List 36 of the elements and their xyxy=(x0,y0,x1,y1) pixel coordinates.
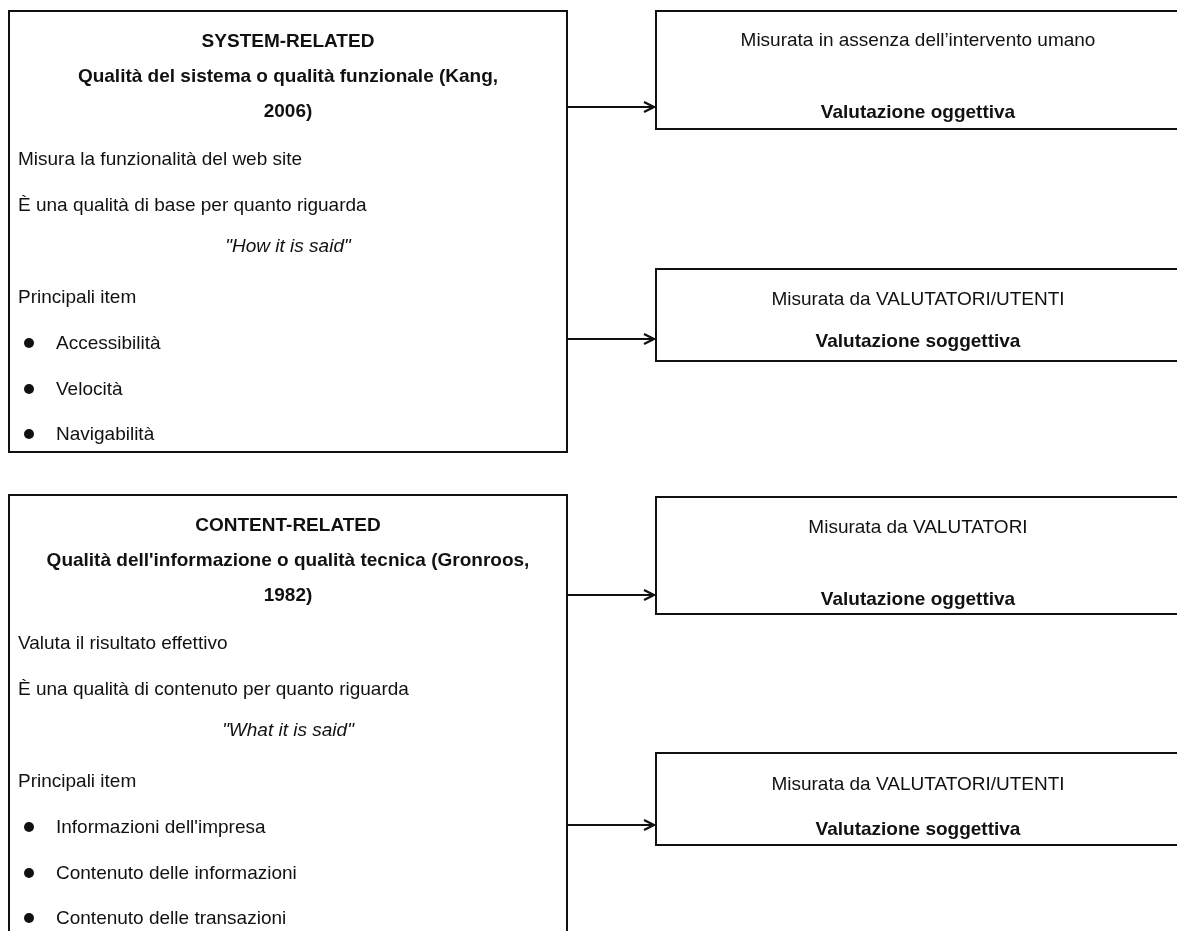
result-box xyxy=(655,752,1177,846)
arrow xyxy=(568,588,656,602)
list-item: Navigabilità xyxy=(56,422,155,446)
description-text: Misurata da VALUTATORI/UTENTI xyxy=(770,287,1066,311)
subheading: Qualità dell'informazione o qualità tecnica (Gronroos, 1982) xyxy=(45,548,531,607)
body-text: È una qualità di contenuto per quanto riguarda xyxy=(18,677,409,701)
result-box xyxy=(655,496,1177,615)
list-item: Contenuto delle informazioni xyxy=(56,861,297,885)
evaluation-label: Valutazione oggettiva xyxy=(819,587,1017,611)
list-item: Informazioni dell'impresa xyxy=(56,815,266,839)
body-text: Principali item xyxy=(18,769,137,793)
heading: SYSTEM-RELATED xyxy=(200,29,376,53)
body-text: Principali item xyxy=(18,285,137,309)
description-text: Misurata in assenza dell’intervento umano xyxy=(739,28,1097,52)
description-text: Misurata da VALUTATORI xyxy=(807,515,1029,539)
quote-text: "How it is said" xyxy=(224,234,353,258)
result-box xyxy=(655,10,1177,130)
arrow xyxy=(568,332,656,346)
evaluation-label: Valutazione oggettiva xyxy=(819,100,1017,124)
list-item: Accessibilità xyxy=(56,331,161,355)
subheading: Qualità del sistema o qualità funzionale (Kang, 2006) xyxy=(76,64,500,123)
body-text: Valuta il risultato effettivo xyxy=(18,631,228,655)
evaluation-label: Valutazione soggettiva xyxy=(814,817,1022,841)
arrow xyxy=(568,818,656,832)
evaluation-label: Valutazione soggettiva xyxy=(814,329,1022,353)
arrow xyxy=(568,100,656,114)
body-text: È una qualità di base per quanto riguarda xyxy=(18,193,367,217)
heading: CONTENT-RELATED xyxy=(194,513,382,537)
body-text: Misura la funzionalità del web site xyxy=(18,147,303,171)
info-box xyxy=(8,494,568,931)
quote-text: "What it is said" xyxy=(221,718,356,742)
description-text: Misurata da VALUTATORI/UTENTI xyxy=(770,772,1066,796)
info-box xyxy=(8,10,568,453)
list-item: Contenuto delle transazioni xyxy=(56,906,287,930)
result-box xyxy=(655,268,1177,362)
list-item: Velocità xyxy=(56,377,123,401)
